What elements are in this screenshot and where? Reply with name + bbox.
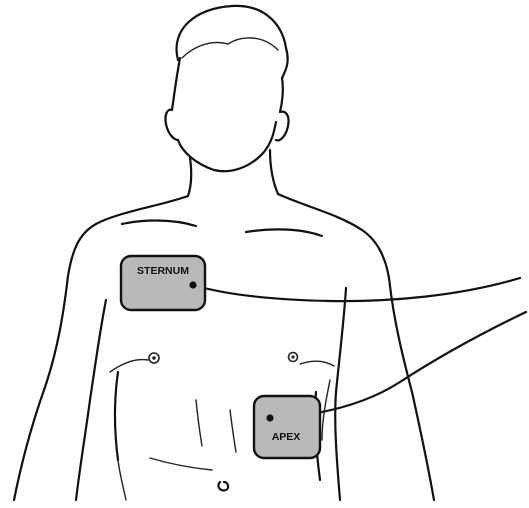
apex-pad-label: APEX (272, 431, 301, 443)
sternum-electrode-pad: STERNUM (121, 256, 205, 310)
sternum-cable (193, 278, 520, 301)
sternum-connector-dot (189, 281, 196, 288)
nipple-right (289, 353, 298, 362)
electrode-cables (193, 278, 526, 418)
nipple-left (149, 353, 159, 363)
navel (218, 482, 228, 490)
sternum-pad-label: STERNUM (137, 265, 189, 277)
apex-connector-dot (266, 414, 273, 421)
neck-outline (188, 150, 278, 196)
head-outline (165, 6, 288, 171)
apex-electrode-pad: APEX (254, 396, 320, 458)
shoulders-and-arms (14, 194, 434, 500)
